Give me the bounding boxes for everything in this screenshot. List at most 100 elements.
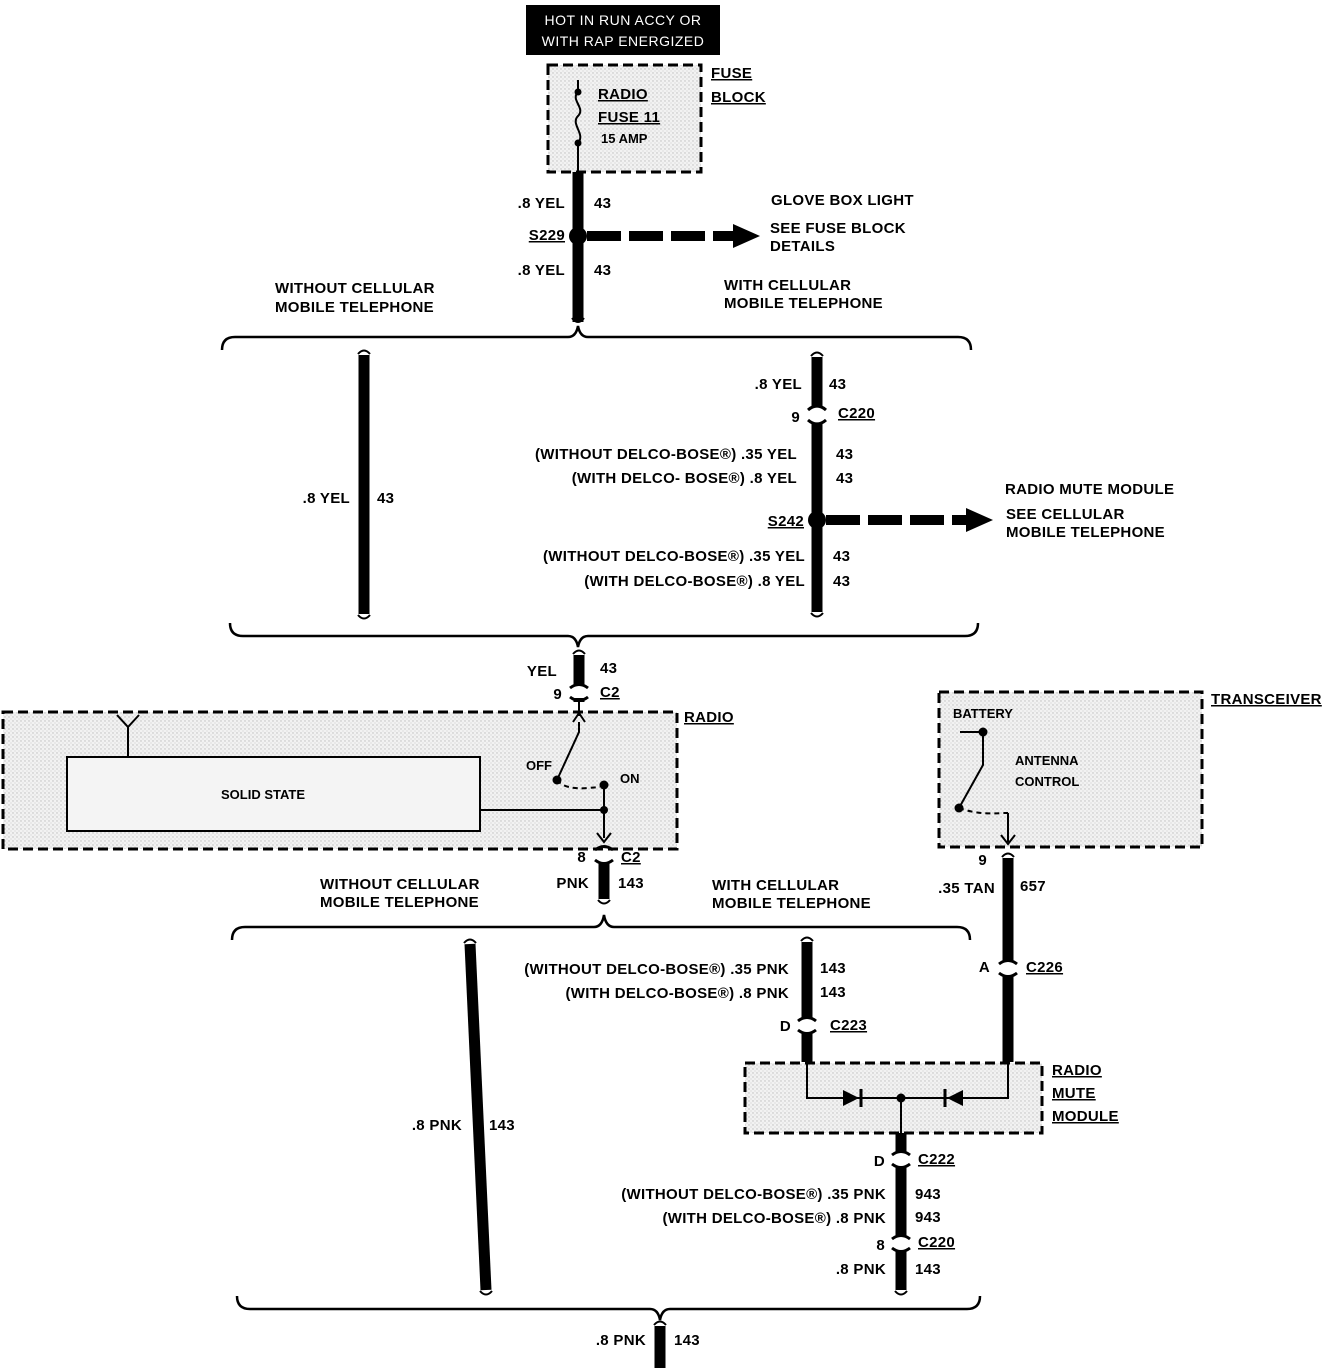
radio-title: RADIO (684, 709, 734, 726)
mute-output-wire: D C222 (WITHOUT DELCO-BOSE®) .35 PNK 943… (621, 1133, 955, 1296)
supply-label: HOT IN RUN ACCY OR WITH RAP ENERGIZED (526, 5, 720, 55)
c222-pin: D (874, 1153, 885, 1170)
branch-2-right-option-2: MOBILE TELEPHONE (712, 895, 871, 912)
bottom-wire: .8 PNK 143 (596, 1320, 700, 1368)
branch-2-left-option-2: MOBILE TELEPHONE (320, 894, 479, 911)
c226-label: C226 (1026, 959, 1063, 976)
transceiver-battery-label: BATTERY (953, 706, 1013, 721)
radio-in-circuit: 43 (600, 660, 617, 677)
antenna-control-label-1: ANTENNA (1015, 753, 1079, 768)
fuse-block: RADIO FUSE 11 15 AMP FUSE BLOCK (546, 63, 766, 174)
transceiver-pin: 9 (978, 852, 987, 869)
branch-1-left-option-1: WITHOUT CELLULAR (275, 280, 435, 297)
diode-left-icon (843, 1090, 859, 1106)
glove-box-ref-2: DETAILS (770, 238, 835, 255)
radio-in-connector: C2 (600, 684, 620, 701)
branch-2-left-gauge: .8 PNK (412, 1117, 462, 1134)
branch-2-right-option-1: WITH CELLULAR (712, 877, 839, 894)
supply-line-1: HOT IN RUN ACCY OR (544, 12, 701, 28)
branch-1-left-gauge: .8 YEL (303, 490, 350, 507)
branch-1-b1-label: (WITHOUT DELCO-BOSE®) .35 YEL (543, 548, 805, 565)
radio-mute-ref-title: RADIO MUTE MODULE (1005, 481, 1174, 498)
radio-out-pin: 8 (577, 849, 586, 866)
branch-2-bottom-brace (235, 1295, 982, 1321)
mute-module-title-2: MUTE (1052, 1085, 1096, 1102)
diode-right-icon (947, 1090, 963, 1106)
top-wire-1-gauge: .8 YEL (518, 195, 565, 212)
radio-mute-ref-1: SEE CELLULAR (1006, 506, 1125, 523)
glove-box-ref-1: SEE FUSE BLOCK (770, 220, 906, 237)
fuse-block-title-2: BLOCK (711, 89, 766, 106)
connector-c222-icon (891, 1150, 911, 1169)
connector-c2-in-icon (569, 683, 589, 702)
antenna-control-switch-icon (958, 732, 984, 809)
switch-on-label: ON (620, 771, 640, 786)
radio-out-gauge: PNK (556, 875, 589, 892)
radio-unit: RADIO SOLID STATE OFF ON (1, 702, 734, 851)
transceiver-unit: TRANSCEIVER BATTERY ANTENNA CONTROL 9 .3… (937, 690, 1322, 1062)
switch-off-label: OFF (526, 758, 552, 773)
branch-1-a2-label: (WITH DELCO- BOSE®) .8 YEL (572, 470, 797, 487)
supply-line-2: WITH RAP ENERGIZED (542, 33, 705, 49)
top-wire-2-circuit: 43 (594, 262, 611, 279)
c220-top-pin: 9 (791, 409, 800, 426)
branch-2-right-wire: (WITHOUT DELCO-BOSE®) .35 PNK 143 (WITH … (524, 936, 867, 1062)
branch-2-a1-circuit: 143 (820, 960, 846, 977)
radio-mute-ref-2: MOBILE TELEPHONE (1006, 524, 1165, 541)
connector-c226-icon (998, 959, 1018, 978)
solid-state-label: SOLID STATE (221, 787, 305, 802)
splice-s229-icon (569, 227, 587, 245)
radio-input-wire: YEL 43 9 C2 (527, 649, 620, 703)
branch-1-b2-circuit: 43 (833, 573, 850, 590)
fuse-name-2: FUSE 11 (598, 109, 660, 126)
branch-1-bottom-brace (228, 622, 980, 648)
radio-output-wire: 8 C2 PNK 143 (556, 845, 644, 905)
mute-out-a2-label: (WITH DELCO-BOSE®) .8 PNK (662, 1210, 886, 1227)
branch-1-options: WITHOUT CELLULAR MOBILE TELEPHONE WITH C… (275, 277, 883, 316)
top-wire-1-circuit: 43 (594, 195, 611, 212)
branch-1-left-wire: .8 YEL 43 (303, 349, 394, 620)
mute-out-a1-circuit: 943 (915, 1186, 941, 1203)
radio-input-arrow-icon (572, 702, 586, 723)
connector-c220-bottom-icon (891, 1234, 911, 1253)
c220-top-label: C220 (838, 405, 875, 422)
connector-c2-out-icon (594, 845, 614, 865)
radio-mute-module: RADIO MUTE MODULE (743, 1061, 1119, 1135)
branch-2-left-circuit: 143 (489, 1117, 515, 1134)
radio-mute-reference: RADIO MUTE MODULE SEE CELLULAR MOBILE TE… (1005, 481, 1174, 541)
radio-in-gauge: YEL (527, 663, 557, 680)
glove-box-title: GLOVE BOX LIGHT (771, 192, 914, 209)
c226-pin: A (979, 959, 990, 976)
fuse-rating: 15 AMP (601, 131, 648, 146)
glove-box-reference: GLOVE BOX LIGHT SEE FUSE BLOCK DETAILS (770, 192, 914, 255)
branch-2-left-wire: .8 PNK 143 (412, 938, 515, 1296)
c220-bottom-label: C220 (918, 1234, 955, 1251)
splice-s229-label: S229 (529, 227, 565, 244)
branch-2-a1-label: (WITHOUT DELCO-BOSE®) .35 PNK (524, 961, 789, 978)
transceiver-circuit: 657 (1020, 878, 1046, 895)
mute-out-a1-label: (WITHOUT DELCO-BOSE®) .35 PNK (621, 1186, 886, 1203)
transceiver-title: TRANSCEIVER (1211, 691, 1322, 708)
c223-pin: D (780, 1018, 791, 1035)
mute-out-a2-circuit: 943 (915, 1209, 941, 1226)
branch-1-right-circuit: 43 (829, 376, 846, 393)
radio-out-circuit: 143 (618, 875, 644, 892)
branch-1-a2-circuit: 43 (836, 470, 853, 487)
c223-label: C223 (830, 1017, 867, 1034)
branch-1-right-gauge: .8 YEL (755, 376, 802, 393)
branch-1-left-circuit: 43 (377, 490, 394, 507)
bottom-circuit: 143 (674, 1332, 700, 1349)
mute-module-title-3: MODULE (1052, 1108, 1119, 1125)
branch-2-top-brace (230, 914, 972, 941)
top-wire-2-gauge: .8 YEL (518, 262, 565, 279)
branch-2-left-option-1: WITHOUT CELLULAR (320, 876, 480, 893)
branch-1-top-brace (220, 325, 973, 351)
branch-1-left-option-2: MOBILE TELEPHONE (275, 299, 434, 316)
antenna-control-label-2: CONTROL (1015, 774, 1079, 789)
mute-module-title-1: RADIO (1052, 1062, 1102, 1079)
branch-1-a1-label: (WITHOUT DELCO-BOSE®) .35 YEL (535, 446, 797, 463)
splice-s242-label: S242 (768, 513, 804, 530)
branch-2-a2-label: (WITH DELCO-BOSE®) .8 PNK (565, 985, 789, 1002)
fuse-icon (574, 91, 582, 144)
